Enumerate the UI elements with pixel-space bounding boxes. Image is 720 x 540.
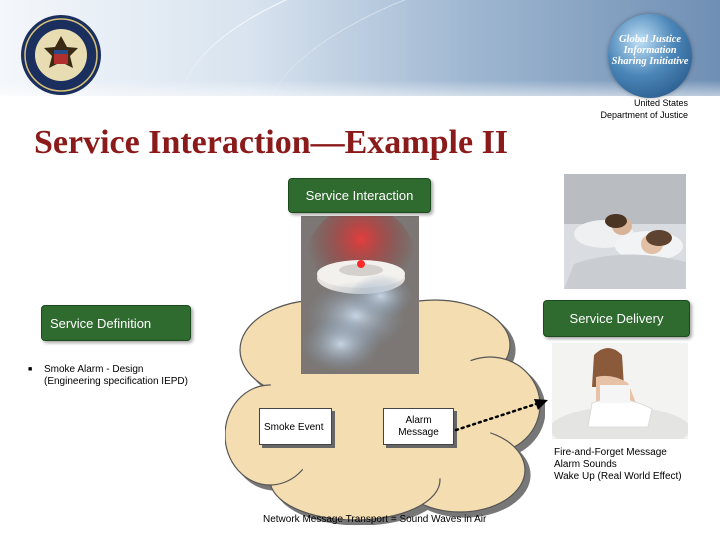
- smoke-event-label: Smoke Event: [264, 422, 324, 433]
- delivery-line-3: Wake Up (Real World Effect): [554, 471, 682, 482]
- service-delivery-label: Service Delivery: [569, 311, 664, 326]
- globe-logo-icon: Global Justice Information Sharing Initi…: [608, 14, 692, 98]
- sleeping-people-photo: [564, 174, 686, 289]
- service-definition-box: Service Definition: [41, 305, 191, 341]
- header-fade: [0, 80, 720, 110]
- globe-logo-line-3: Sharing Initiative: [611, 56, 689, 67]
- alarm-message-box: Alarm Message: [383, 408, 454, 445]
- delivery-description: Fire-and-Forget Message Alarm Sounds Wak…: [554, 447, 682, 483]
- smoke-alarm-photo: [301, 216, 419, 374]
- delivery-line-1: Fire-and-Forget Message: [554, 447, 667, 458]
- bullet-icon: ■: [28, 366, 33, 373]
- woman-awake-photo: [552, 343, 688, 439]
- definition-bullet-text: Smoke Alarm - Design (Engineering specif…: [44, 364, 188, 387]
- slide-title: Service Interaction—Example II: [34, 124, 509, 161]
- globe-logo-line-2: Information: [623, 45, 677, 56]
- smoke-event-box: Smoke Event: [259, 408, 332, 445]
- department-line-1: United States: [633, 98, 688, 108]
- service-interaction-label: Service Interaction: [305, 188, 414, 203]
- alarm-message-line-1: Alarm: [405, 415, 432, 426]
- service-delivery-box: Service Delivery: [543, 300, 690, 337]
- delivery-line-2: Alarm Sounds: [554, 459, 617, 470]
- service-definition-label: Service Definition: [50, 316, 152, 331]
- doj-seal-icon: [21, 15, 101, 95]
- globe-logo-line-1: Global Justice: [618, 34, 682, 45]
- globe-logo-text: Global Justice Information Sharing Initi…: [608, 34, 692, 67]
- alarm-message-line-2: Message: [398, 427, 439, 438]
- transport-caption: Network Message Transport = Sound Waves …: [263, 514, 487, 525]
- department-label: United States Department of Justice: [600, 97, 688, 121]
- department-line-2: Department of Justice: [600, 110, 688, 120]
- service-interaction-box: Service Interaction: [288, 178, 431, 213]
